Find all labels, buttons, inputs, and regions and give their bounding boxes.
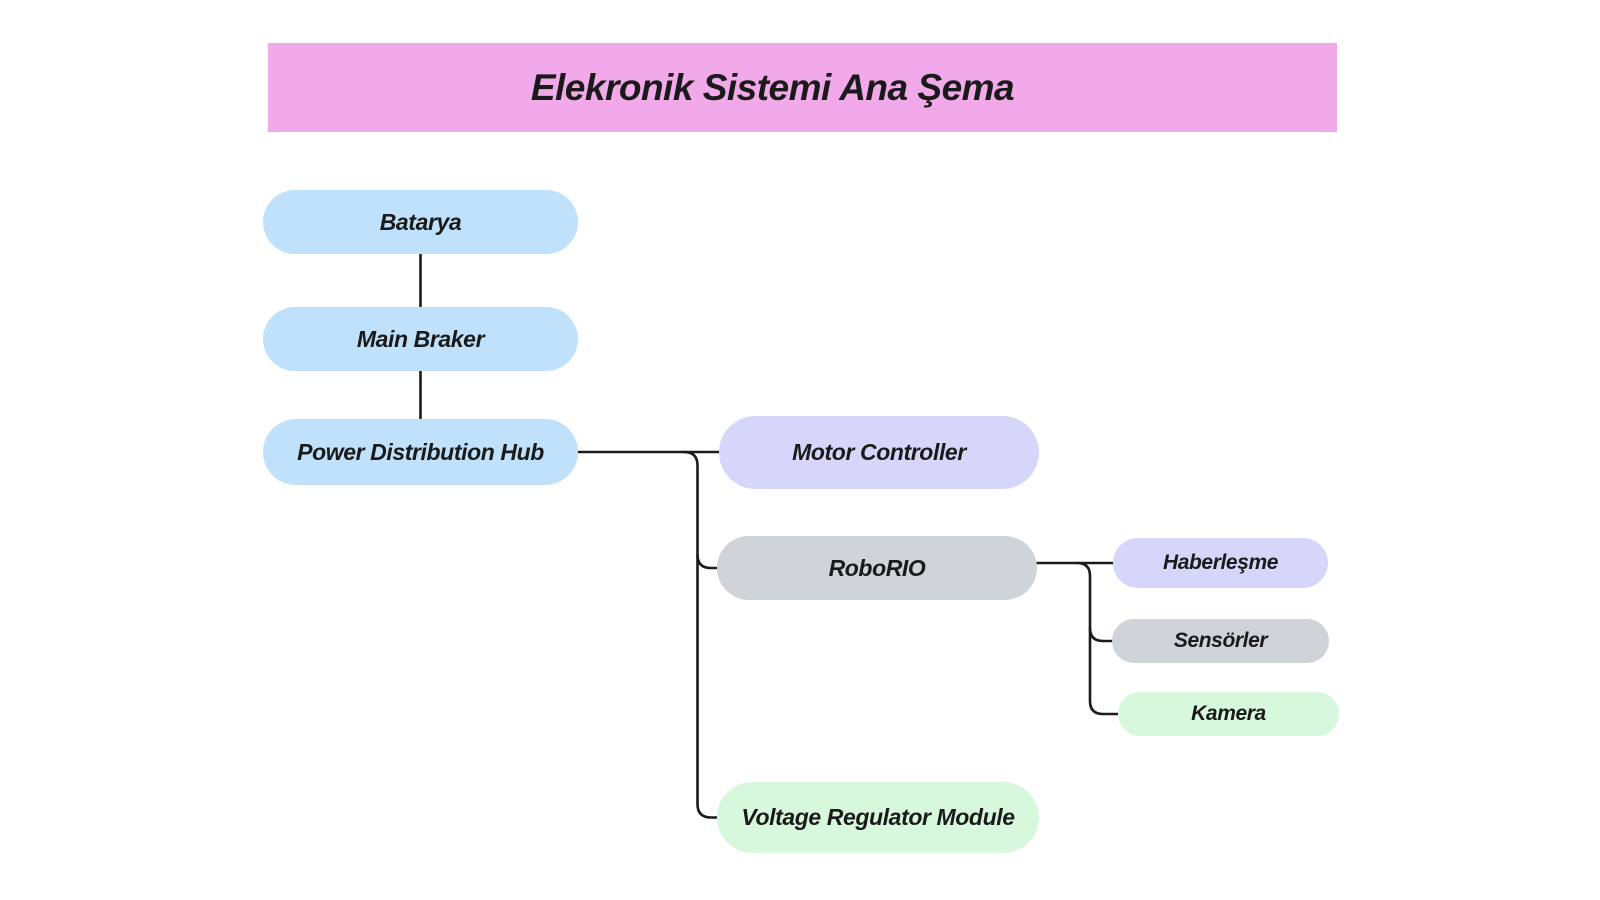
node-sensorler: Sensörler: [1112, 619, 1329, 663]
node-batarya: Batarya: [263, 190, 578, 254]
edge-trunk-roborio: [696, 553, 719, 570]
node-roborio: RoboRIO: [717, 536, 1037, 600]
node-sensorler-label: Sensörler: [1173, 629, 1268, 652]
node-kamera: Kamera: [1118, 692, 1339, 736]
node-roborio-label: RoboRIO: [828, 554, 926, 581]
node-motor-controller: Motor Controller: [719, 416, 1039, 489]
edge-trunk-sensorler: [1088, 626, 1114, 643]
node-haberlesme: Haberleşme: [1113, 538, 1328, 588]
node-motor-controller-label: Motor Controller: [792, 439, 966, 465]
node-batarya-label: Batarya: [379, 208, 462, 235]
node-power-distribution-hub-label: Power Distribution Hub: [297, 438, 544, 465]
node-voltage-regulator-module-label: Voltage Regulator Module: [741, 804, 1015, 830]
diagram-title: Elekronik Sistemi Ana Şema: [530, 66, 1015, 108]
node-main-braker-label: Main Braker: [356, 325, 485, 352]
node-haberlesme-label: Haberleşme: [1162, 551, 1279, 574]
diagram-title-banner: Elekronik Sistemi Ana Şema: [268, 43, 1337, 132]
node-power-distribution-hub: Power Distribution Hub: [263, 419, 578, 485]
node-voltage-regulator-module: Voltage Regulator Module: [717, 782, 1039, 853]
node-kamera-label: Kamera: [1191, 702, 1266, 725]
edge-pdh-vrm-trunk: [682, 450, 719, 819]
node-main-braker: Main Braker: [263, 307, 578, 371]
